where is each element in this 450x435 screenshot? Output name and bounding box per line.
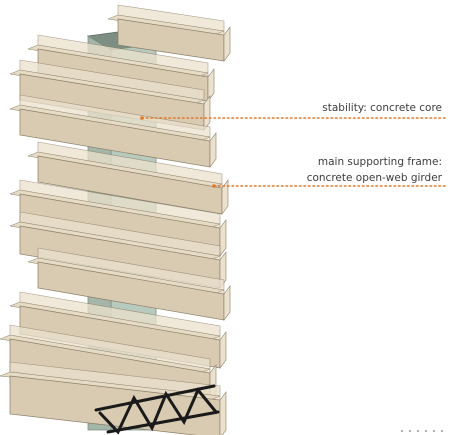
- open-web-girder: [94, 384, 220, 435]
- annotation-frame: main supporting frame: concrete open-web…: [307, 154, 442, 186]
- beam-end: [219, 391, 227, 435]
- beam-end: [219, 251, 227, 289]
- beam-end: [223, 285, 231, 321]
- bottom-marks: [401, 430, 443, 432]
- beam-tier: [27, 247, 231, 321]
- beam-end: [219, 219, 227, 257]
- beam-tier: [27, 141, 229, 215]
- beam-end: [221, 179, 229, 215]
- beam-end: [203, 95, 211, 131]
- beam-end: [223, 26, 231, 62]
- beam-end: [219, 331, 227, 369]
- annotation-core-label: stability: concrete core: [322, 102, 442, 114]
- leader-lines: [141, 117, 447, 187]
- girder-diagonals: [98, 387, 218, 435]
- leader-frame-anchor: [212, 184, 216, 188]
- beam-tier: [9, 94, 217, 168]
- floor-beams: [0, 4, 231, 435]
- beam-end: [207, 68, 215, 102]
- beam-tier: [9, 59, 211, 131]
- annotation-core: stability: concrete core: [322, 100, 442, 116]
- girder-top-chord: [94, 384, 216, 412]
- annotation-frame-line1: main supporting frame:: [317, 156, 442, 168]
- beam-end: [209, 132, 217, 168]
- girder-bottom-chord: [106, 410, 220, 434]
- beam-tier: [107, 4, 231, 62]
- leader-core-anchor: [140, 116, 144, 120]
- annotation-frame-line2: concrete open-web girder: [306, 172, 442, 184]
